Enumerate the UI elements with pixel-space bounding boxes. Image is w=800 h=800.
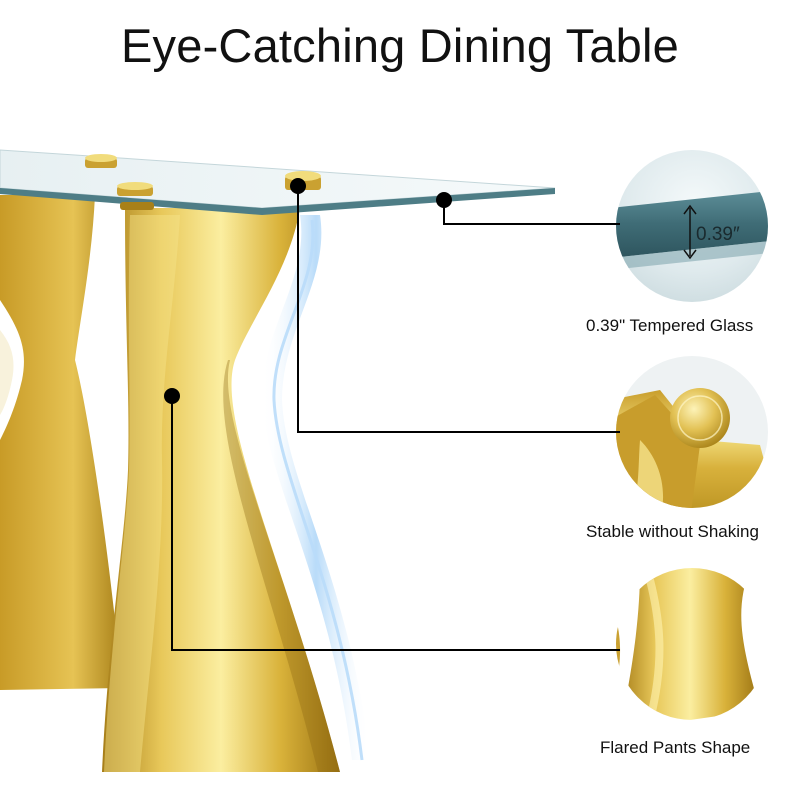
feature-label-flared: Flared Pants Shape (600, 738, 751, 757)
pointer-dot-stable (290, 178, 306, 194)
glass-detail-circle (616, 150, 768, 302)
stable-detail-circle (616, 356, 768, 508)
edge-glow (261, 215, 370, 760)
pointer-stable (297, 186, 620, 433)
pointer-dot-glass (436, 192, 452, 208)
page-title: Eye-Catching Dining Table (120, 19, 679, 72)
feature-label-stable: Stable without Shaking (586, 522, 759, 541)
pointer-dot-flared (164, 388, 180, 404)
back-leg (0, 195, 122, 690)
pointer-glass (443, 200, 620, 225)
pointer-flared (171, 396, 620, 651)
glass-thickness-label: 0.39″ (696, 224, 740, 245)
front-leg (102, 208, 340, 772)
flared-detail-circle (616, 568, 768, 720)
feature-label-glass: 0.39" Tempered Glass (586, 316, 754, 335)
